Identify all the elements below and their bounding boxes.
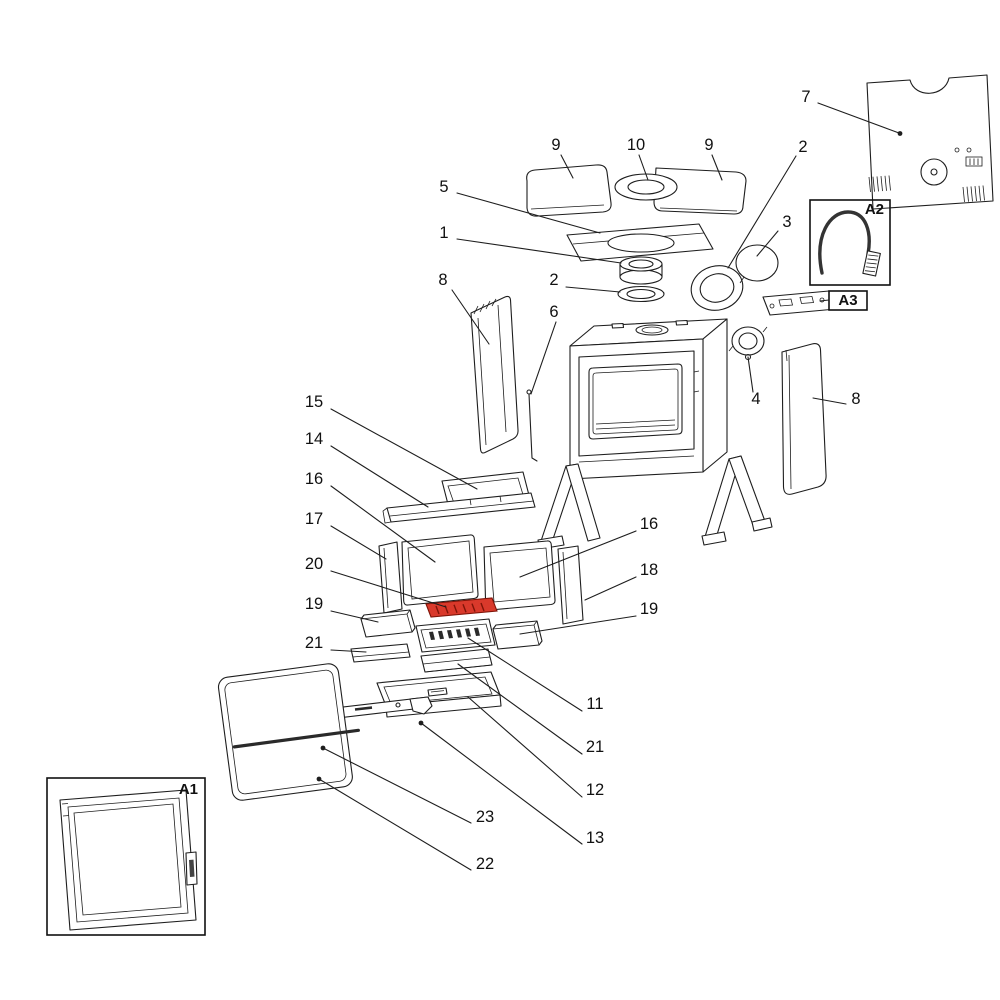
- callout-12: 12: [586, 781, 604, 799]
- door-handle-rod-shape: [232, 728, 360, 749]
- part-flue-ring-rear: [690, 265, 744, 311]
- part-firebrick-bottom-right: [492, 620, 543, 650]
- part-firebrick-back-right: [483, 540, 556, 611]
- callout-15: 15: [305, 393, 323, 411]
- inset-labels: A1 A2 A3: [179, 201, 884, 798]
- callout-11: 11: [586, 695, 603, 713]
- callout-16-left: 16: [305, 470, 323, 488]
- callout-19-left: 19: [305, 595, 323, 613]
- part-shaker-grate-highlighted: [425, 597, 498, 618]
- callout-2-front: 2: [549, 271, 558, 289]
- callout-17: 17: [305, 510, 323, 528]
- callout-4: 4: [751, 390, 760, 408]
- part-rear-flue-collar: [728, 326, 768, 361]
- callout-13: 13: [586, 829, 604, 847]
- part-top-center-ring: [614, 173, 678, 201]
- leader-dots: [316, 131, 903, 782]
- inset-a1: [46, 777, 206, 936]
- part-bottom-strip-right: [420, 648, 493, 673]
- callout-21-left: 21: [305, 634, 323, 652]
- callout-5: 5: [439, 178, 448, 196]
- callout-6: 6: [549, 303, 558, 321]
- part-blanking-plate: [735, 244, 779, 284]
- part-flue-ring-front: [617, 285, 665, 303]
- callout-8-right: 8: [851, 390, 860, 408]
- part-top-cover-plate: [566, 223, 714, 262]
- part-door-glass: [217, 663, 360, 801]
- part-firebrick-side-left: [378, 541, 403, 614]
- callout-labels: 9 10 9 2 7 5 1 3 8 2 6 4 8 15 14 16 17 1…: [305, 88, 861, 873]
- callout-2-rear: 2: [798, 138, 807, 156]
- callout-3: 3: [782, 213, 791, 231]
- part-firebrick-back-left: [401, 534, 479, 606]
- callout-16-right: 16: [640, 515, 658, 533]
- callout-7: 7: [801, 88, 810, 106]
- part-flue-collar: [619, 256, 663, 285]
- inset-a3-label: A3: [838, 292, 857, 309]
- part-bottom-strip-left: [350, 643, 411, 663]
- inset-a2-label: A2: [865, 201, 884, 218]
- callout-10: 10: [627, 136, 645, 154]
- part-stove-body: [537, 318, 773, 550]
- part-back-panel: [866, 74, 994, 210]
- part-top-plate-left: [526, 164, 612, 217]
- part-operating-rod: [526, 389, 538, 462]
- highlighted-shape: [425, 597, 498, 618]
- callout-22: 22: [476, 855, 494, 873]
- leader-lines: [318, 102, 900, 871]
- inset-a1-label: A1: [179, 781, 198, 798]
- callout-18: 18: [640, 561, 658, 579]
- part-side-panel-right: [781, 343, 827, 495]
- part-fire-grate: [415, 618, 496, 653]
- part-firebrick-bottom-left: [360, 609, 416, 638]
- part-firebrick-side-right: [557, 545, 584, 625]
- callout-23: 23: [476, 808, 494, 826]
- callout-8-left: 8: [438, 271, 447, 289]
- part-baffle-support-bar: [382, 492, 536, 524]
- callout-9-right: 9: [704, 136, 713, 154]
- callout-1: 1: [439, 224, 448, 242]
- inset-a2: [809, 199, 891, 286]
- callout-14: 14: [305, 430, 323, 448]
- part-top-plate-right: [653, 167, 747, 215]
- inset-a3: [762, 290, 868, 316]
- callout-21-right: 21: [586, 738, 604, 756]
- callout-20: 20: [305, 555, 323, 573]
- callout-9-left: 9: [551, 136, 560, 154]
- gasket-rope-shape: [818, 210, 871, 275]
- callout-19-right: 19: [640, 600, 658, 618]
